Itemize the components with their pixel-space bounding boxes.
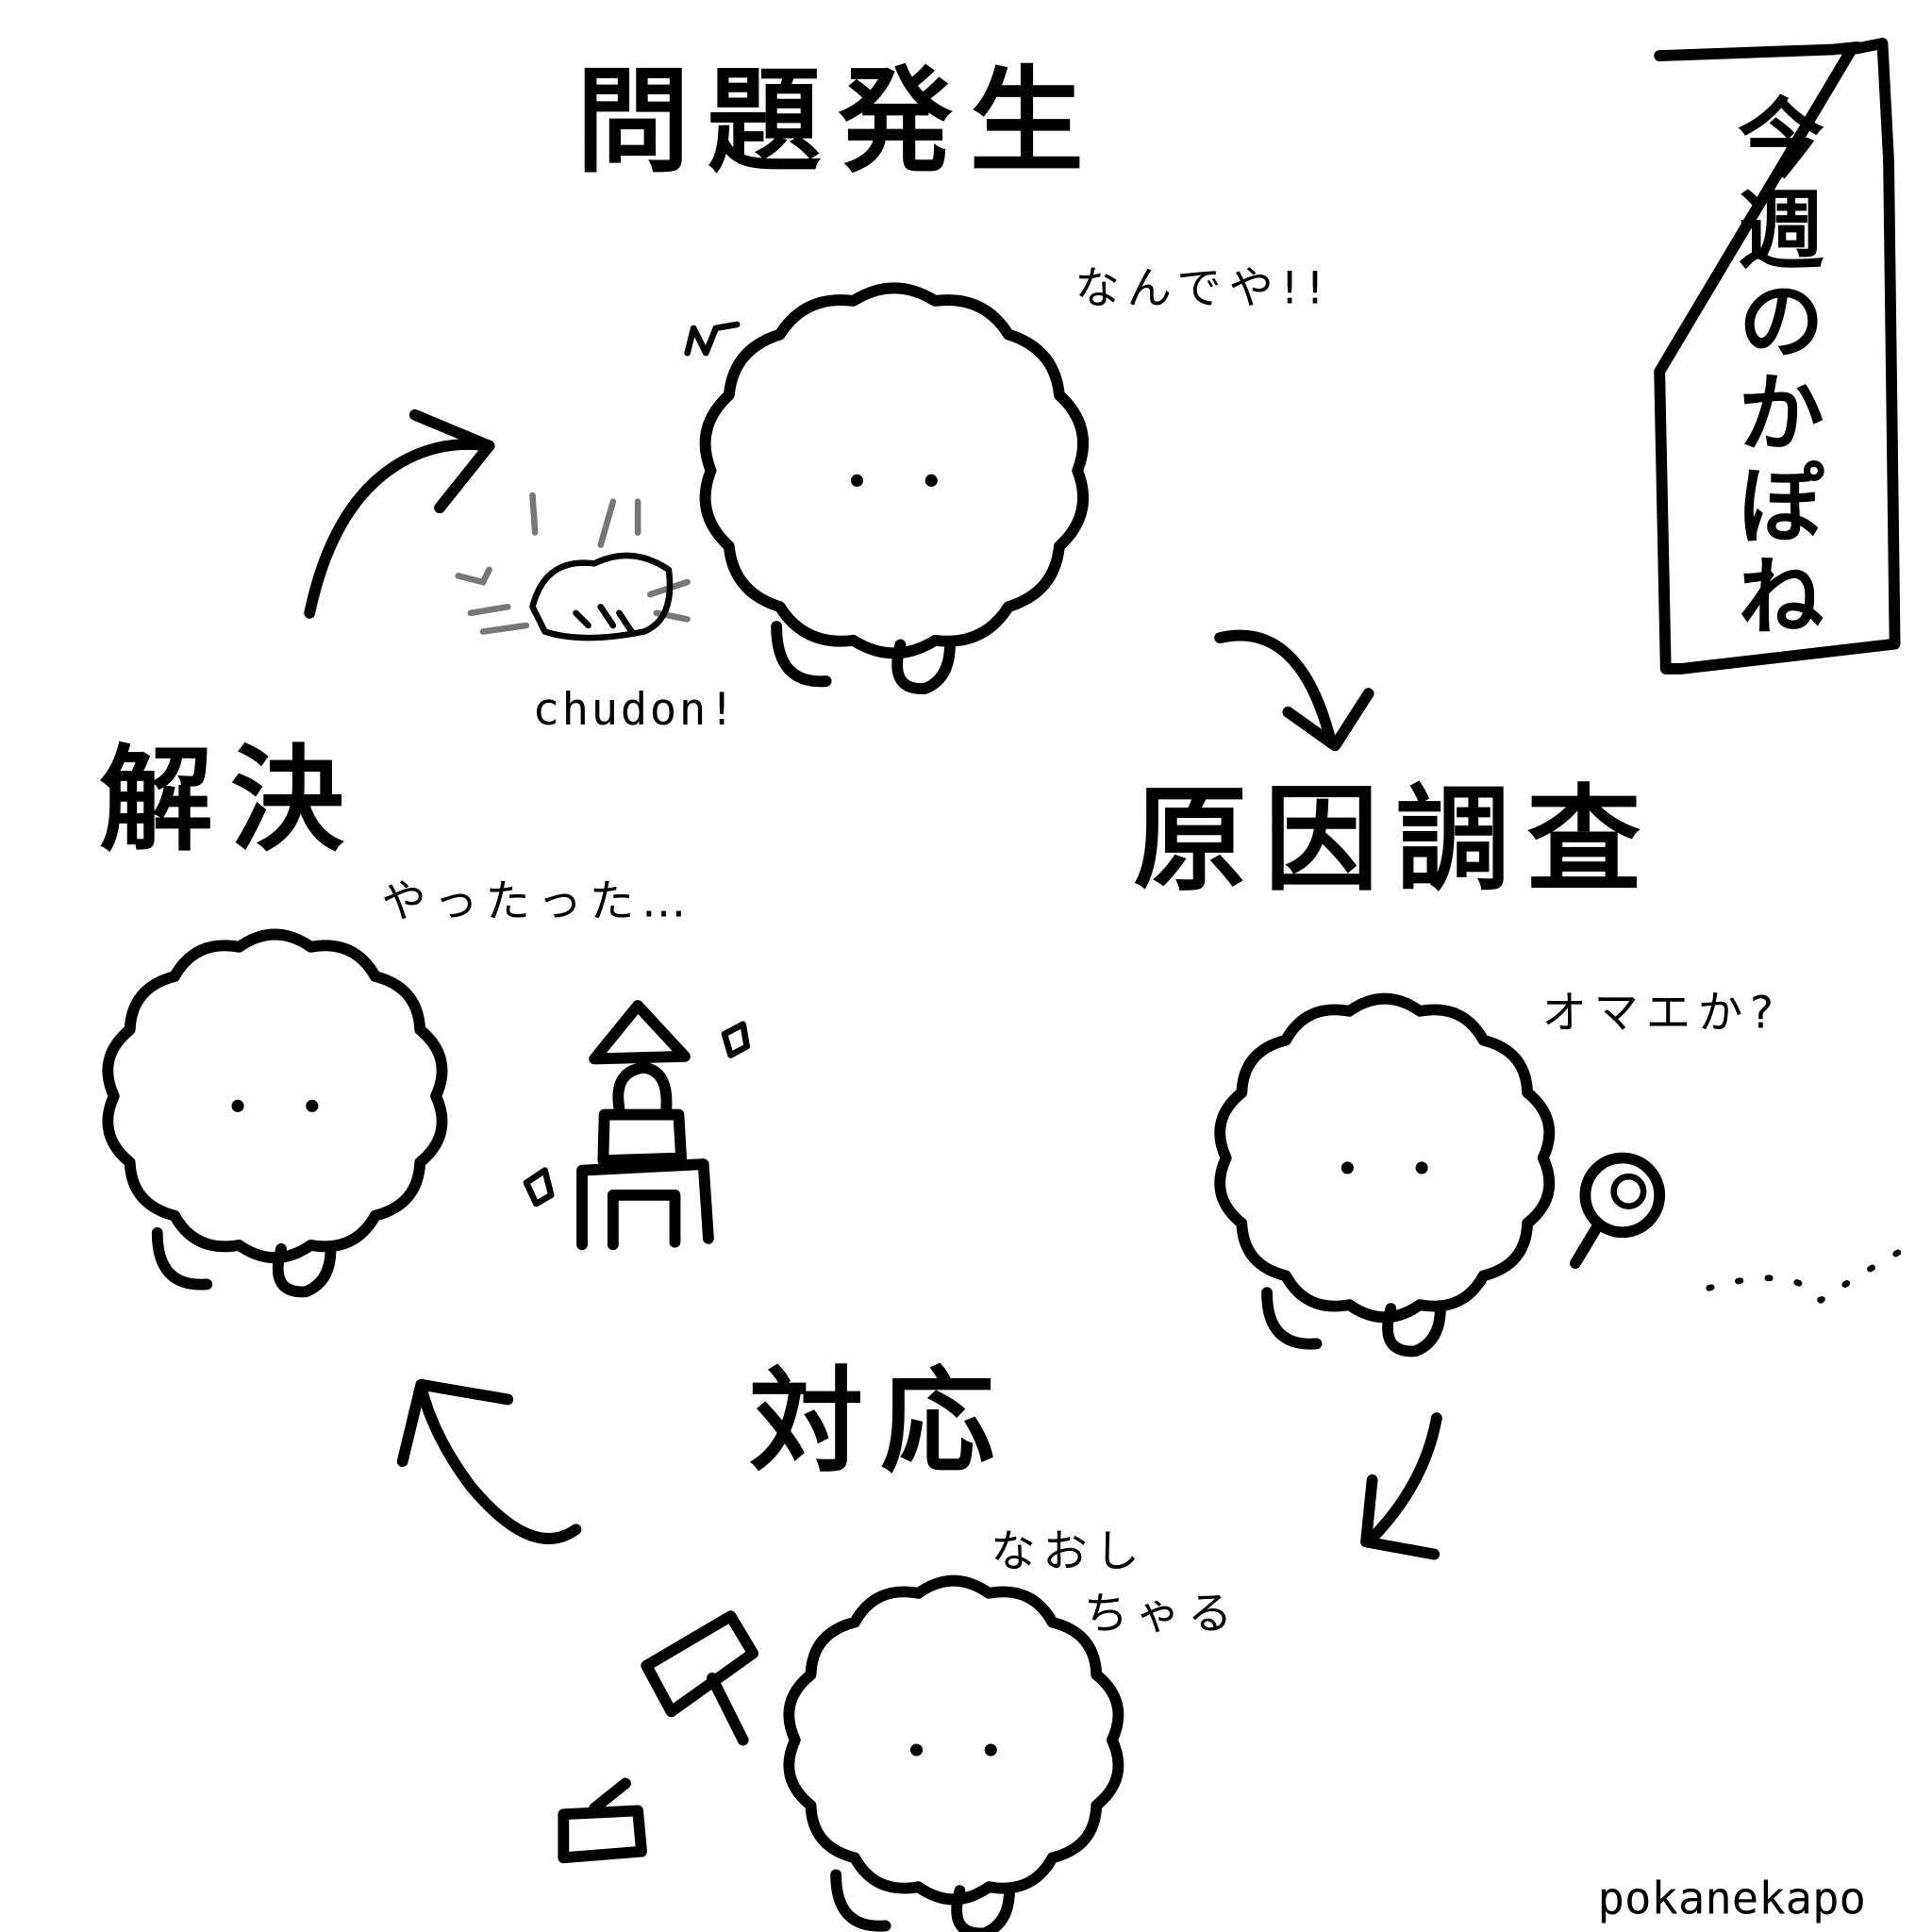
dots-trail (1706, 1247, 1905, 1304)
body-outline (783, 1574, 1124, 1906)
speech-resolution: やったった… (381, 875, 693, 927)
signature: pokanekapo (1598, 1873, 1866, 1924)
character-problem (699, 282, 1089, 694)
body-outline (102, 928, 448, 1264)
eye (306, 1099, 319, 1112)
arrow-to-response (1360, 1412, 1442, 1560)
feet (771, 621, 956, 694)
eye (984, 1743, 997, 1757)
stage-title-problem: 問題発生 (575, 57, 1101, 189)
stage-title-resolution: 解決 (99, 735, 361, 867)
anger-mark-icon (684, 321, 741, 357)
hammer-icon (641, 1610, 759, 1746)
eye (850, 474, 864, 487)
speech-response-1: なおし (991, 1526, 1146, 1578)
speech-investigation: オマエか? (1541, 988, 1780, 1040)
stage-title-investigation: 原因調査 (1133, 774, 1658, 907)
feet (1261, 1287, 1446, 1357)
feet (151, 1227, 337, 1298)
eye (909, 1743, 924, 1757)
eye (1341, 1161, 1354, 1174)
banner-title: 今週のかぽね (1723, 92, 1824, 642)
stage-title-response: 対応 (749, 1357, 1011, 1489)
eye (924, 474, 938, 487)
explosion-icon (455, 491, 691, 641)
feet (830, 1869, 1015, 1932)
arrow-to-problem (304, 408, 495, 619)
character-resolution (102, 928, 448, 1298)
character-response (783, 1574, 1124, 1932)
arrow-to-resolution (396, 1378, 582, 1544)
tower-icon (523, 1000, 750, 1251)
speech-response-2: ちゃる (1084, 1588, 1240, 1640)
broken-part-icon (558, 1777, 647, 1864)
eye (1415, 1161, 1428, 1174)
body-outline (699, 282, 1089, 659)
body-outline (1214, 992, 1556, 1324)
eye (231, 1099, 244, 1112)
banner: 今週のかぽね (1654, 38, 1901, 675)
character-investigation (1214, 992, 1556, 1357)
speech-problem: なんでや!! (1075, 263, 1332, 315)
arrow-to-investigation (1214, 629, 1374, 752)
magnifier-icon (1570, 1152, 1666, 1269)
sfx-chudon: chudon! (533, 684, 739, 736)
